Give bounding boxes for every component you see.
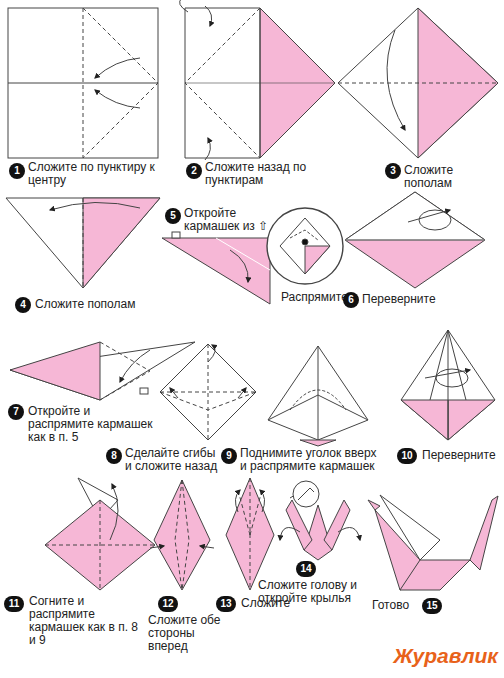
step-number: 4: [15, 297, 31, 313]
step-caption: Готово: [372, 599, 422, 612]
step-caption: Переверните: [422, 449, 502, 462]
step-number: 8: [106, 448, 122, 464]
step-number: 1: [9, 163, 25, 179]
step-number: 7: [8, 404, 24, 420]
step-number: 10: [397, 448, 417, 464]
step-number: 15: [422, 598, 442, 614]
step-caption: Сложите пополам: [35, 298, 155, 311]
step-number: 14: [296, 561, 316, 577]
step-caption: Сделайте сгибы и сложите назад: [125, 447, 219, 473]
step-number: 11: [4, 596, 24, 612]
step-number: 5: [165, 208, 181, 224]
step-number: 9: [221, 448, 237, 464]
step-caption: Сложите голову и откройте крылья: [258, 579, 358, 605]
step-caption: Сложите пополам: [404, 164, 502, 190]
step-caption: Переверните: [362, 293, 462, 306]
step-caption: Сложите обе стороны вперед: [148, 614, 228, 653]
step-number: 12: [158, 596, 178, 612]
title: Журавлик: [393, 644, 498, 668]
step-caption: Откройте и распрямите кармашек как в п. …: [28, 405, 154, 444]
step-caption: Откройте кармашек из ⇧: [184, 207, 284, 233]
step-number: 6: [343, 292, 359, 308]
step-number: 13: [216, 596, 236, 612]
step-caption: Сложите назад по пунктирам: [205, 161, 337, 187]
step-caption: Согните и распрямите кармашек как в п. 8…: [29, 595, 145, 647]
step-caption: Поднимите уголок вверх и распрямите карм…: [240, 447, 384, 473]
step-caption: Сложите по пунктиру к центру: [28, 161, 160, 187]
step-number: 2: [186, 163, 202, 179]
step-number: 3: [385, 163, 401, 179]
